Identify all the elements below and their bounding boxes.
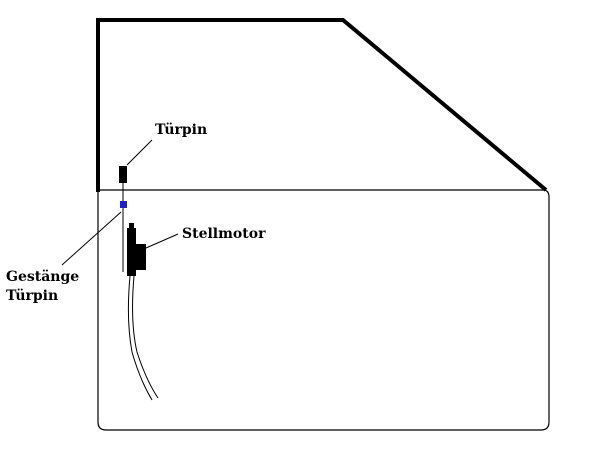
label-door-pin: Türpin — [155, 122, 207, 138]
actuator-tip — [129, 223, 134, 229]
leader-actuator — [145, 233, 179, 249]
actuator-body — [127, 228, 136, 276]
actuator-motor — [135, 244, 146, 270]
label-linkage-line1: Gestänge — [6, 269, 79, 285]
actuator-cable — [127, 275, 153, 401]
door-pin — [119, 166, 127, 183]
leader-door-pin — [126, 139, 153, 166]
leader-linkage — [61, 211, 122, 266]
label-linkage-line2: Türpin — [6, 288, 58, 304]
actuator-cable-2 — [132, 275, 159, 399]
door-panel — [97, 189, 550, 431]
window-frame — [96, 18, 548, 192]
linkage-joint — [120, 201, 127, 208]
label-actuator: Stellmotor — [182, 226, 266, 242]
